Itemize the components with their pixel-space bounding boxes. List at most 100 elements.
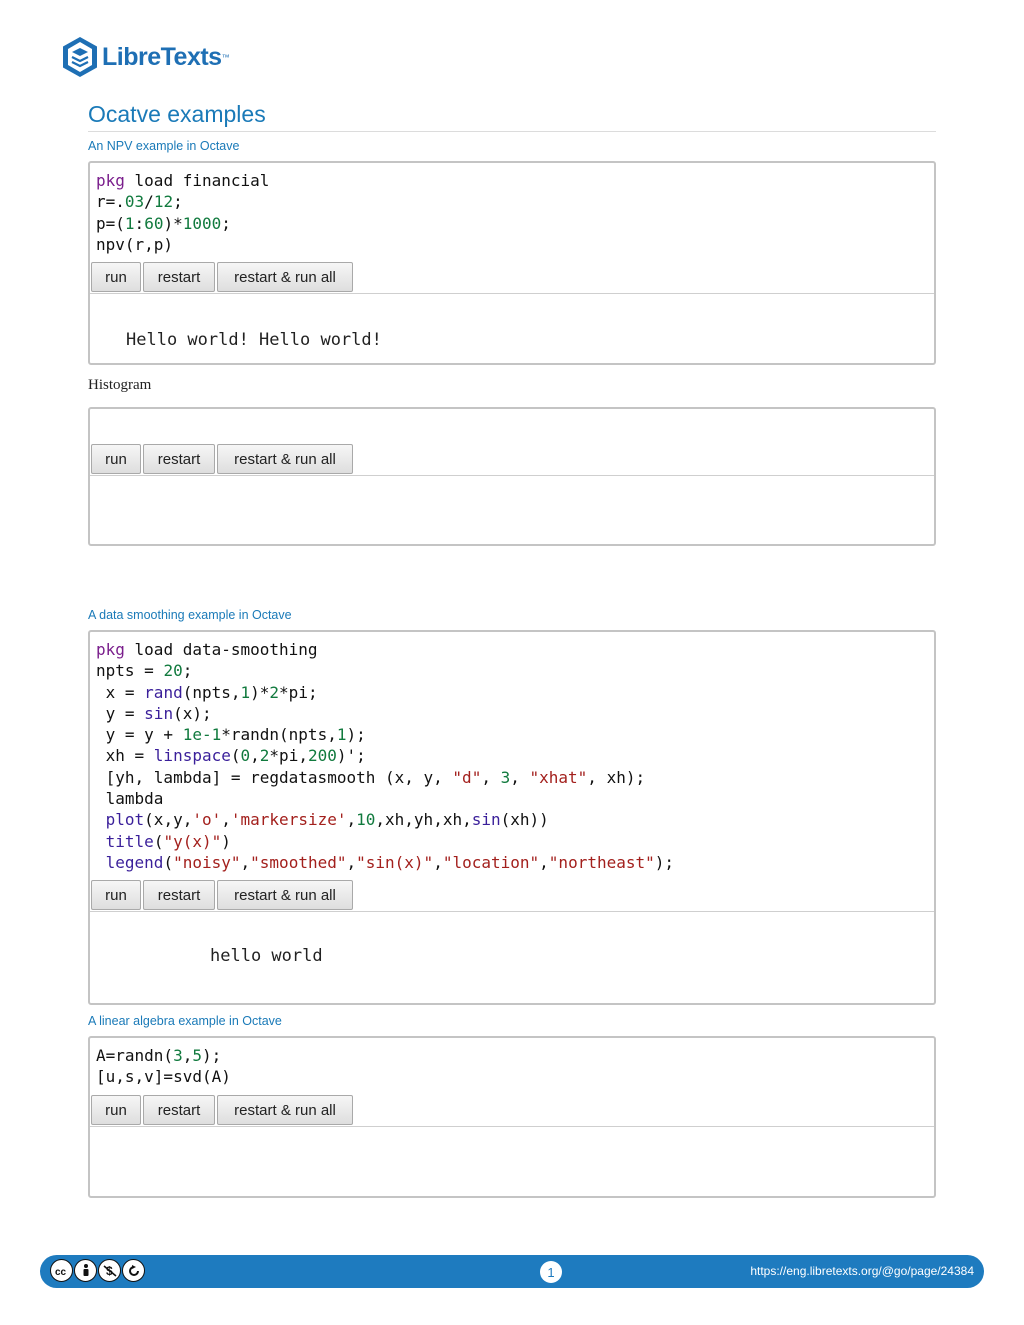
code-line: y = y + 1e-1*randn(npts,1); xyxy=(96,724,928,745)
code-token: 3 xyxy=(173,1046,183,1065)
code-line: x = rand(npts,1)*2*pi; xyxy=(96,682,928,703)
code-token: "northeast" xyxy=(548,852,655,872)
code-token: 60 xyxy=(144,213,164,233)
code-token: pkg xyxy=(96,171,125,190)
code-cell-histogram: run restart restart & run all xyxy=(88,407,936,546)
run-button[interactable]: run xyxy=(91,880,141,910)
restart-run-all-button[interactable]: restart & run all xyxy=(217,444,353,474)
code-token: (npts, xyxy=(182,682,241,702)
code-token: ; xyxy=(173,192,183,212)
cell-output-smoothing: hello world xyxy=(210,946,323,966)
code-token: , xyxy=(346,852,357,872)
code-token: linspace xyxy=(153,746,231,766)
run-button[interactable]: run xyxy=(91,444,141,474)
code-token: sin xyxy=(144,703,174,723)
code-token: 1 xyxy=(336,725,347,745)
code-line: pkg load data-smoothing xyxy=(96,639,928,660)
restart-button[interactable]: restart xyxy=(143,444,215,474)
code-token: 12 xyxy=(153,192,174,212)
code-token: ); xyxy=(201,1046,222,1065)
code-token: 03 xyxy=(124,192,145,212)
code-token: , xyxy=(481,767,501,787)
run-button[interactable]: run xyxy=(91,262,141,292)
code-token: *pi; xyxy=(279,682,318,702)
nc-icon: $ xyxy=(98,1259,121,1282)
code-token: 3 xyxy=(500,767,511,787)
output-divider xyxy=(90,475,934,476)
restart-run-all-button[interactable]: restart & run all xyxy=(217,880,353,910)
code-token: 1 xyxy=(240,682,251,702)
page-title: Ocatve examples xyxy=(88,101,266,127)
code-line: [yh, lambda] = regdatasmooth (x, y, "d",… xyxy=(96,767,928,788)
code-token: title xyxy=(105,831,154,851)
restart-run-all-button[interactable]: restart & run all xyxy=(217,262,353,292)
code-token: npv(r,p) xyxy=(96,234,174,254)
code-token xyxy=(96,810,106,829)
restart-button[interactable]: restart xyxy=(143,880,215,910)
code-token: ( xyxy=(230,746,241,766)
code-cell-linalg: A=randn(3,5);[u,s,v]=svd(A) run restart … xyxy=(88,1036,936,1198)
code-token: A=randn( xyxy=(96,1046,174,1065)
code-token: p=( xyxy=(96,213,125,233)
sa-icon xyxy=(122,1259,145,1282)
code-token: , xyxy=(433,852,443,872)
code-token: load data-smoothing xyxy=(124,640,318,659)
logo-wordmark: LibreTexts xyxy=(102,42,222,71)
code-token: sin xyxy=(471,810,501,830)
code-token: 1 xyxy=(124,213,135,233)
code-line: title("y(x)") xyxy=(96,831,928,852)
code-token: 'markersize' xyxy=(230,810,347,830)
code-token: [u,s,v]=svd(A) xyxy=(96,1067,231,1087)
code-line: npv(r,p) xyxy=(96,234,928,255)
code-token: "xhat" xyxy=(529,767,588,787)
code-token: 0 xyxy=(240,746,251,766)
section-label-linalg: A linear algebra example in Octave xyxy=(88,1014,282,1028)
code-token: , xyxy=(510,767,530,787)
code-token: xh = xyxy=(96,746,154,766)
code-token: , xyxy=(182,1046,193,1065)
code-token: / xyxy=(144,192,154,212)
code-token: npts = xyxy=(96,661,164,681)
restart-button[interactable]: restart xyxy=(143,1095,215,1125)
restart-run-all-button[interactable]: restart & run all xyxy=(217,1095,353,1125)
code-line: xh = linspace(0,2*pi,200)'; xyxy=(96,745,928,766)
license-badge[interactable]: cc $ xyxy=(50,1259,145,1282)
code-editor-linalg[interactable]: A=randn(3,5);[u,s,v]=svd(A) xyxy=(90,1038,934,1095)
page-url-link[interactable]: https://eng.libretexts.org/@go/page/2438… xyxy=(750,1264,974,1278)
code-token: ) xyxy=(221,831,231,851)
run-button[interactable]: run xyxy=(91,1095,141,1125)
restart-button[interactable]: restart xyxy=(143,262,215,292)
code-token: )* xyxy=(250,682,270,702)
title-divider xyxy=(88,131,936,132)
code-line: y = sin(x); xyxy=(96,703,928,724)
code-token: r=. xyxy=(96,192,125,212)
code-token: 1e-1 xyxy=(182,725,222,745)
code-editor-histogram[interactable] xyxy=(90,409,934,444)
cell-toolbar-linalg: run restart restart & run all xyxy=(90,1095,934,1125)
code-token: 2 xyxy=(259,746,270,766)
section-label-npv: An NPV example in Octave xyxy=(88,139,240,153)
code-token: (x,y, xyxy=(144,810,193,830)
cc-icon: cc xyxy=(50,1259,73,1282)
code-token: "d" xyxy=(452,767,482,787)
code-token: "smoothed" xyxy=(250,852,347,872)
svg-text:cc: cc xyxy=(55,1267,67,1277)
code-token xyxy=(96,853,106,872)
code-token: ( xyxy=(153,831,164,851)
code-token: ); xyxy=(654,852,675,872)
code-token: , xyxy=(221,810,231,830)
code-token: 200 xyxy=(307,746,337,766)
code-token: (x); xyxy=(173,703,212,723)
code-token: *randn(npts, xyxy=(221,725,337,745)
code-token: ); xyxy=(346,725,366,745)
code-token: x = xyxy=(96,682,145,702)
cell-output-npv: Hello world! Hello world! xyxy=(126,330,382,350)
code-token: , xyxy=(240,852,251,872)
code-token: y = y + xyxy=(96,725,183,745)
code-token: , xh); xyxy=(587,767,646,787)
code-token: ; xyxy=(182,661,193,681)
